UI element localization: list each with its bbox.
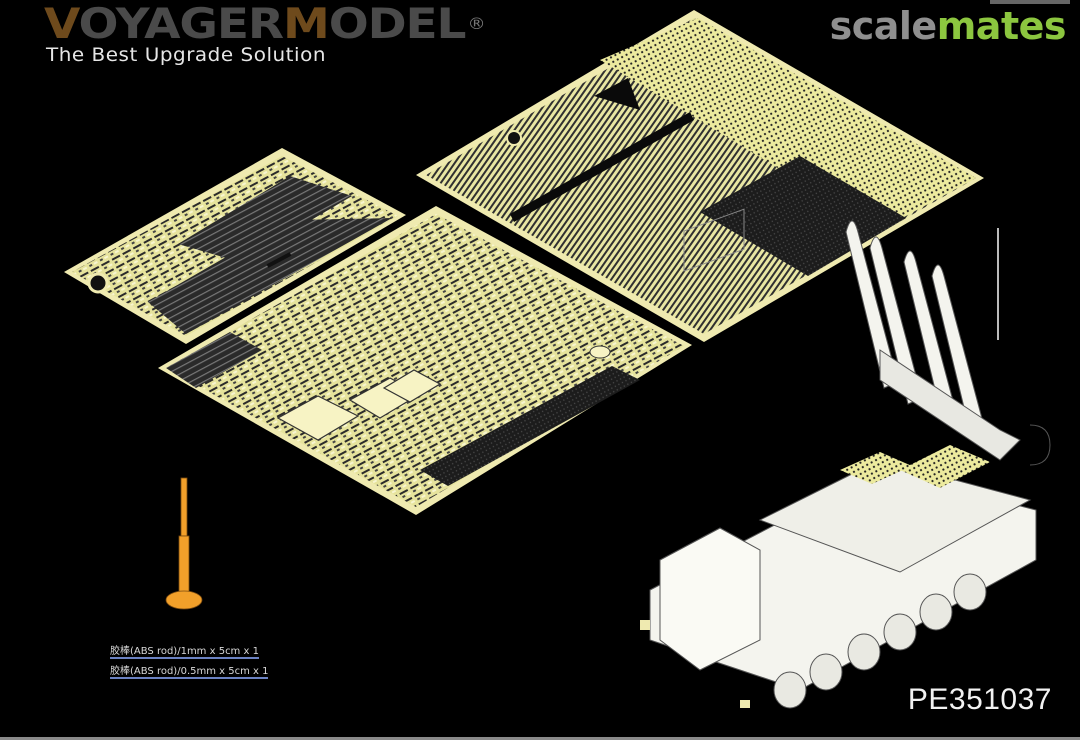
- accessory-label-text: 胶棒(ABS rod)/1mm x 5cm x 1: [110, 646, 259, 659]
- logo-text-oyager: OYAGER: [78, 0, 284, 48]
- watermark-bar: [990, 0, 1070, 4]
- fret-medium: [158, 206, 692, 515]
- road-wheels: [773, 573, 987, 709]
- accessory-label-1mm-rod: 胶棒(ABS rod)/1mm x 5cm x 1: [110, 642, 259, 659]
- brand-tagline: The Best Upgrade Solution: [46, 44, 327, 66]
- voyager-model-logo: VOYAGERMODEL®: [44, 0, 486, 48]
- abs-rod-illustration: [165, 477, 203, 610]
- missiles: [845, 220, 1051, 466]
- missile-launcher-vehicle: [640, 208, 1051, 709]
- watermark-scale: scale: [829, 4, 938, 48]
- scalemates-watermark: scalemates: [829, 4, 1067, 48]
- logo-letter-v: V: [44, 0, 80, 48]
- logo-text-odel: ODEL: [328, 0, 467, 48]
- logo-letter-m: M: [283, 0, 330, 48]
- product-code: PE351037: [907, 683, 1052, 716]
- accessory-label-05mm-rod: 胶棒(ABS rod)/0.5mm x 5cm x 1: [110, 662, 269, 679]
- accessory-label-text: 胶棒(ABS rod)/0.5mm x 5cm x 1: [110, 666, 269, 679]
- registered-mark: ®: [467, 14, 486, 33]
- watermark-mates: mates: [936, 4, 1067, 48]
- fret-small: [64, 148, 406, 344]
